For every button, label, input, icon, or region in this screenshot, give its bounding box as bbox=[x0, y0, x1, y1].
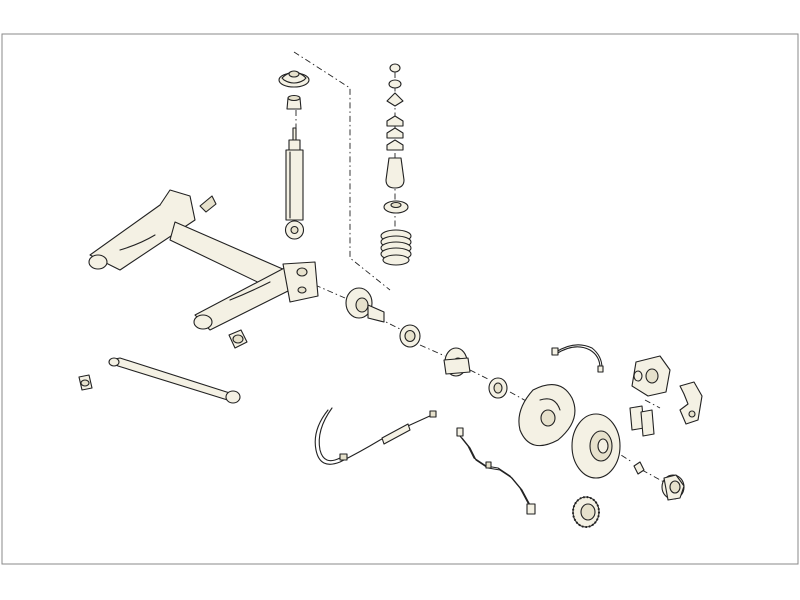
shock-absorber bbox=[284, 127, 305, 240]
brake-hose bbox=[551, 344, 604, 373]
wheel-bearing bbox=[399, 324, 508, 399]
handbrake-cable bbox=[314, 407, 437, 465]
abs-ring bbox=[572, 496, 600, 528]
shock-absorber-bushing bbox=[286, 94, 302, 110]
diagram-frame bbox=[1, 33, 799, 565]
coil-spring bbox=[380, 229, 412, 266]
spring-strut-kit bbox=[383, 63, 409, 214]
axle-bushing bbox=[228, 329, 248, 349]
shock-absorber-top-mount bbox=[278, 70, 310, 88]
wheel-hub bbox=[345, 287, 471, 377]
panhard-rod-bushing bbox=[78, 374, 93, 391]
hub-cap bbox=[633, 461, 685, 501]
rear-axle-beam bbox=[88, 189, 319, 331]
brake-disc bbox=[571, 413, 621, 479]
brake-pads bbox=[629, 405, 655, 437]
panhard-rod bbox=[108, 357, 241, 404]
brake-backing-plate bbox=[518, 384, 576, 447]
abs-sensor bbox=[456, 427, 536, 515]
caliper-bracket bbox=[679, 381, 703, 425]
assembly-guide-lines bbox=[293, 51, 665, 483]
brake-caliper bbox=[631, 355, 671, 397]
